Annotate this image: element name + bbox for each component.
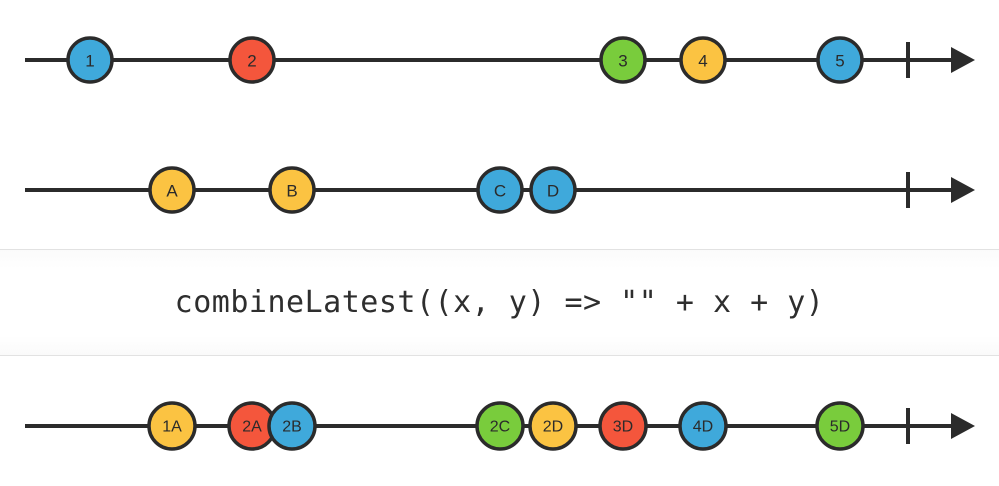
marble-label: 2D <box>543 419 563 436</box>
marble[interactable]: 5 <box>816 36 864 84</box>
marble-circle[interactable] <box>598 401 648 451</box>
arrow-head-icon <box>951 177 975 203</box>
marble-label: 5D <box>830 419 850 436</box>
marble-circle[interactable] <box>528 401 578 451</box>
marble-label: 4D <box>693 419 713 436</box>
marble-circle[interactable] <box>599 36 647 84</box>
marble[interactable]: 4 <box>679 36 727 84</box>
marble[interactable]: 1 <box>66 36 114 84</box>
marble-circle[interactable] <box>529 166 577 214</box>
source-timeline-1: 1 2 3 4 5 <box>0 0 999 120</box>
operator-label: combineLatest((x, y) => "" + x + y) <box>174 285 825 320</box>
arrow-head-icon <box>951 47 975 73</box>
marble-label: 1A <box>162 419 182 436</box>
output-timeline-canvas: 1A 2A 2B 2C 2D 3D 4D 5D <box>25 401 975 451</box>
marble-circle[interactable] <box>228 36 276 84</box>
marble[interactable]: 2D <box>528 401 578 451</box>
marble-label: 2A <box>242 419 262 436</box>
marble-circle[interactable] <box>267 401 317 451</box>
marble-circle[interactable] <box>147 401 197 451</box>
output-timeline: 1A 2A 2B 2C 2D 3D 4D 5D <box>0 366 999 486</box>
source-timeline-2-canvas: A B C D <box>25 166 975 214</box>
marble-circle[interactable] <box>148 166 196 214</box>
marble[interactable]: 2A <box>227 401 277 451</box>
source-timeline-2: A B C D <box>0 130 999 250</box>
marble-label: 3 <box>618 52 627 71</box>
marble[interactable]: B <box>268 166 316 214</box>
marble[interactable]: 3D <box>598 401 648 451</box>
marble[interactable]: 1A <box>147 401 197 451</box>
marble-label: 2B <box>282 419 302 436</box>
marble-label: 4 <box>698 52 707 71</box>
marble-circle[interactable] <box>815 401 865 451</box>
marble[interactable]: 4D <box>678 401 728 451</box>
marble-circle[interactable] <box>475 401 525 451</box>
source-timeline-1-canvas: 1 2 3 4 5 <box>25 36 975 84</box>
marble-circle[interactable] <box>816 36 864 84</box>
marble[interactable]: D <box>529 166 577 214</box>
marble-label: B <box>286 182 297 201</box>
marble-label: 5 <box>835 52 844 71</box>
marble[interactable]: 2 <box>228 36 276 84</box>
marble-circle[interactable] <box>678 401 728 451</box>
marble[interactable]: 2C <box>475 401 525 451</box>
marble[interactable]: 3 <box>599 36 647 84</box>
marble-circle[interactable] <box>476 166 524 214</box>
marble-label: A <box>166 182 178 201</box>
marble-label: 2C <box>490 419 510 436</box>
arrow-head-icon <box>951 413 975 439</box>
marble[interactable]: C <box>476 166 524 214</box>
marble-circle[interactable] <box>66 36 114 84</box>
marble[interactable]: 2B <box>267 401 317 451</box>
marble-label: D <box>547 182 559 201</box>
marble-label: C <box>494 182 506 201</box>
marble[interactable]: 5D <box>815 401 865 451</box>
operator-band: combineLatest((x, y) => "" + x + y) <box>0 249 999 356</box>
marble-circle[interactable] <box>679 36 727 84</box>
marble[interactable]: A <box>148 166 196 214</box>
marble-circle[interactable] <box>268 166 316 214</box>
marble-label: 3D <box>613 419 633 436</box>
marble-label: 1 <box>85 52 94 71</box>
marble-label: 2 <box>247 52 256 71</box>
